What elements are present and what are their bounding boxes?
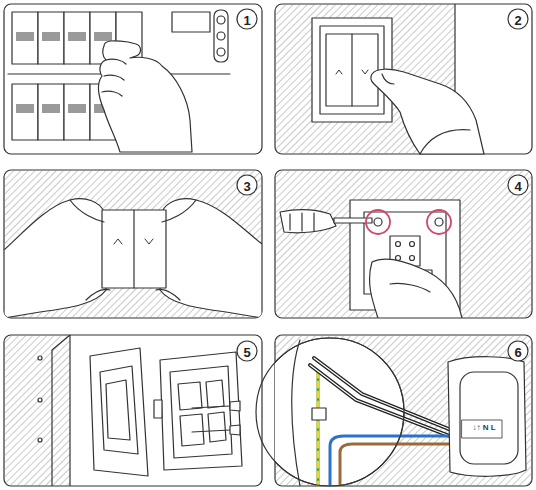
panel-wiring — [256, 335, 532, 486]
panel-mount — [4, 335, 262, 486]
panel-remove-cover — [4, 170, 262, 318]
callout-number: 5 — [243, 345, 250, 358]
callout-number: 3 — [243, 179, 250, 192]
callout-number: 1 — [243, 13, 250, 26]
callout-number: 2 — [514, 13, 521, 26]
panel-breakers — [4, 4, 262, 154]
panel-unscrew — [275, 170, 532, 318]
callout-number: 6 — [514, 345, 521, 358]
terminal-label: ↓↑ N L — [472, 424, 495, 432]
callout-number: 4 — [514, 179, 521, 192]
panel-switch — [275, 4, 532, 154]
